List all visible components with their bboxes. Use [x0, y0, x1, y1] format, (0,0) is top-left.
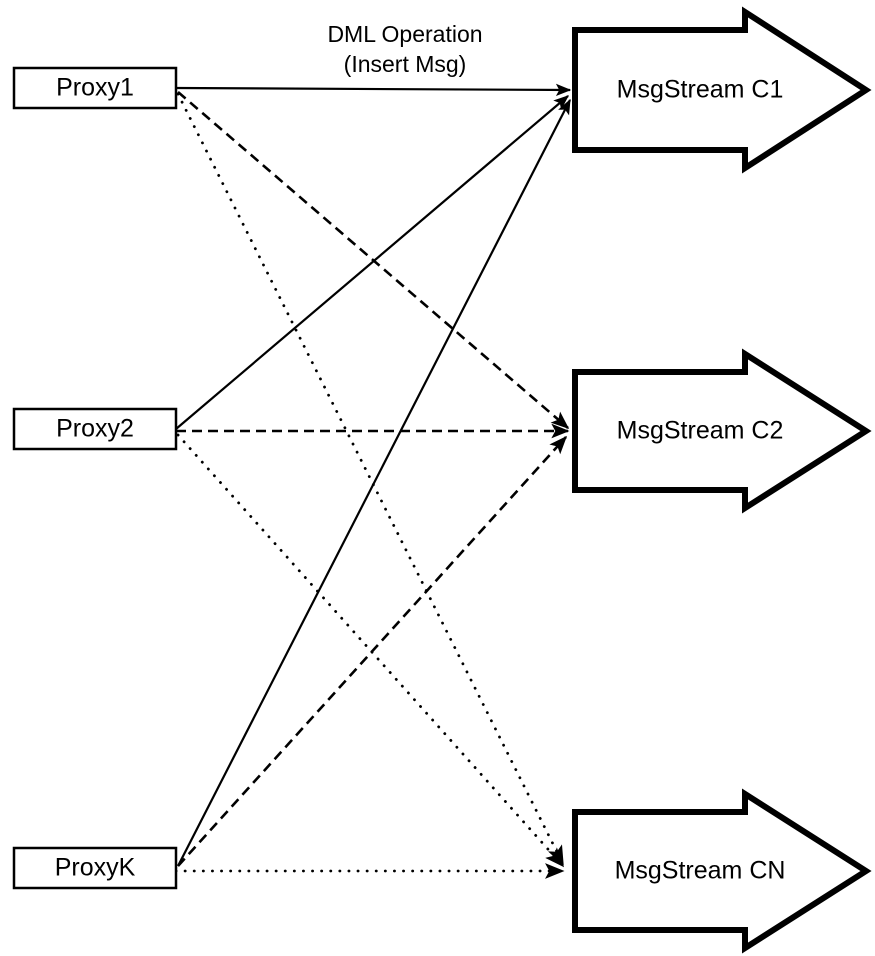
dml-operation-annotation: DML Operation (Insert Msg)	[327, 21, 482, 77]
proxyk-label: ProxyK	[55, 854, 136, 882]
dml-operation-line1: DML Operation	[327, 21, 482, 47]
proxy1-label: Proxy1	[56, 74, 134, 102]
edge-proxy1-to-stream-c2	[177, 91, 570, 429]
proxy1-box[interactable]	[12, 66, 178, 110]
proxy-node-proxyk[interactable]: ProxyK	[12, 846, 178, 890]
proxy2-label: Proxy2	[56, 415, 134, 443]
edge-proxy2-to-stream-cn	[176, 433, 565, 868]
stream-node-cn[interactable]: MsgStream CN	[572, 788, 872, 954]
dml-operation-line2: (Insert Msg)	[344, 51, 467, 77]
stream-node-c1[interactable]: MsgStream C1	[572, 6, 872, 174]
stream-cn-arrow-shape[interactable]	[572, 788, 872, 954]
edge-proxy2-to-stream-c1	[175, 95, 569, 430]
edge-proxy1-to-stream-c1	[175, 83, 572, 97]
proxy-node-proxy2[interactable]: Proxy2	[12, 407, 178, 451]
edge-proxyk-to-stream-c2	[177, 435, 568, 867]
stream-node-c2[interactable]: MsgStream C2	[572, 348, 872, 514]
edge-layer	[174, 83, 572, 879]
stream-c1-arrow-shape[interactable]	[572, 6, 872, 174]
proxy-node-proxy1[interactable]: Proxy1	[12, 66, 178, 110]
stream-cn-label: MsgStream CN	[615, 857, 786, 885]
edge-proxyk-to-stream-c1	[177, 98, 571, 867]
stream-c1-label: MsgStream C1	[617, 76, 784, 104]
stream-c2-label: MsgStream C2	[617, 417, 784, 445]
stream-c2-arrow-shape[interactable]	[572, 348, 872, 514]
edge-proxy1-to-stream-cn	[176, 92, 565, 866]
proxyk-box[interactable]	[12, 846, 178, 890]
proxy2-box[interactable]	[12, 407, 178, 451]
